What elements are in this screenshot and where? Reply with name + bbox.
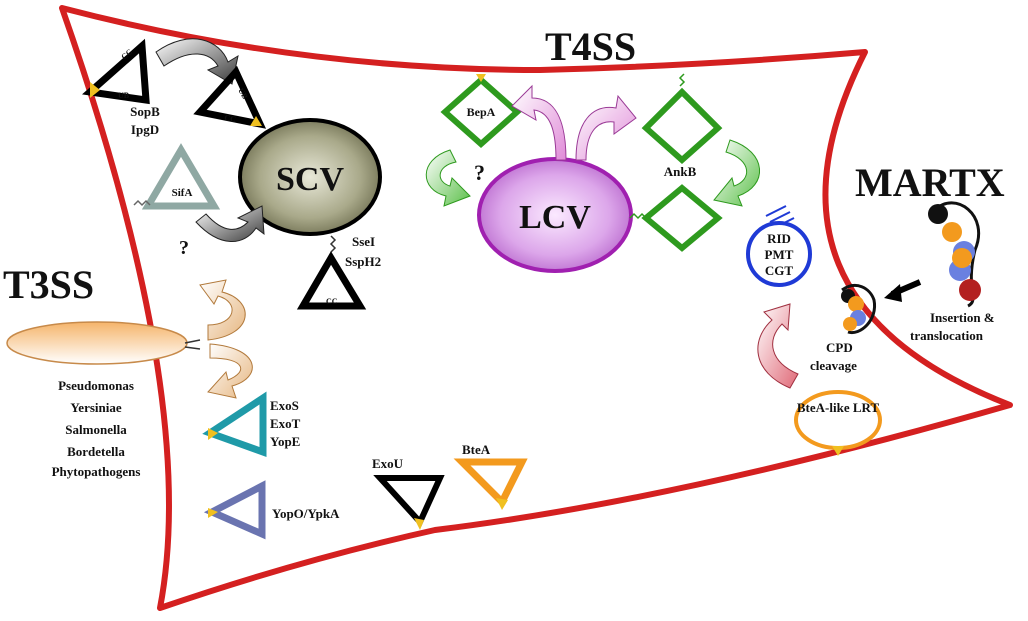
arrow-green-right (713, 139, 761, 207)
t4ss-label: T4SS (545, 24, 636, 69)
arrow-green-left (425, 149, 471, 207)
lcv-label: LCV (519, 199, 591, 236)
label-ipgd: IpgD (131, 122, 159, 137)
label-ssei: SseI (352, 234, 375, 249)
lcv-vacuole (477, 157, 633, 273)
label-exot: ExoT (270, 416, 301, 431)
effector-yopo-triangle (203, 480, 266, 540)
label-btea: BteA (462, 442, 491, 457)
martx-effector-cluster: RID PMT CGT (746, 205, 812, 287)
domain-cc-3: CC (326, 297, 338, 306)
arrow-pink-left (511, 84, 567, 161)
organism-phytopathogens: Phytopathogens (52, 464, 141, 479)
domain-cc-2: CC (224, 113, 237, 124)
label-cpd-2: cleavage (810, 358, 857, 373)
label-bepa: BepA (467, 105, 496, 119)
label-insertion-1: Insertion & (930, 310, 995, 325)
t3ss-label: T3SS (3, 262, 94, 307)
arrow-pink-right (575, 94, 637, 161)
effector-exou-triangle (373, 475, 445, 530)
label-exos: ExoS (270, 398, 299, 413)
label-ssph2: SspH2 (345, 254, 381, 269)
label-ankb: AnkB (664, 164, 697, 179)
arrow-rose (757, 303, 799, 389)
label-rid: RID (767, 231, 791, 246)
effector-exos-triangle (202, 391, 267, 457)
label-cpd-1: CPD (826, 340, 853, 355)
t3ss-organism-list: Pseudomonas Yersiniae Salmonella Bordete… (52, 378, 141, 479)
arrow-gray-mid (195, 205, 265, 242)
label-insertion-2: translocation (910, 328, 984, 343)
effector-ankb-bottom (629, 184, 723, 252)
arrow-tan-t3ss (199, 279, 246, 341)
effector-triangle-ub: UB CC (193, 65, 267, 129)
effector-sifa: SifA (133, 143, 221, 210)
martx-inserted (841, 284, 877, 335)
t3ss-bacterium (6, 321, 188, 365)
label-cgt: CGT (765, 263, 794, 278)
label-sifa: SifA (172, 187, 193, 199)
effector-triangle-ssei: CC (296, 251, 367, 310)
organism-salmonella: Salmonella (65, 422, 127, 437)
effector-bepa: BepA (440, 74, 522, 149)
t3ss-needle (184, 339, 201, 350)
label-btea-like: BteA-like LRT (797, 400, 880, 415)
label-yopo: YopO/YpkA (272, 506, 340, 521)
domain-ub-1: UB (118, 91, 130, 100)
effector-btea-triangle (453, 458, 528, 510)
organism-yersiniae: Yersiniae (70, 400, 122, 415)
question-mark-scv: ? (179, 237, 189, 259)
martx-toxin (928, 201, 981, 308)
label-yope: YopE (270, 434, 300, 449)
host-cell-outline (59, 5, 1013, 611)
arrow-tan-t3ss-2 (207, 343, 253, 399)
effector-ankb-top (641, 73, 723, 165)
label-exou: ExoU (372, 456, 404, 471)
label-pmt: PMT (765, 247, 794, 262)
martx-label: MARTX (855, 160, 1005, 205)
organism-bordetella: Bordetella (67, 444, 125, 459)
arrow-insertion-head (884, 284, 902, 302)
organism-pseudomonas: Pseudomonas (58, 378, 134, 393)
scv-label: SCV (276, 161, 344, 198)
btea-like-lrt (794, 390, 882, 456)
label-sopb: SopB (130, 104, 160, 119)
sifa-anchor (133, 199, 151, 207)
scv-vacuole (238, 118, 382, 236)
question-mark-lcv: ? (474, 160, 485, 185)
ssei-linker (329, 235, 337, 253)
effector-triangle-topleft: CC UB (82, 38, 150, 105)
arrow-gray-top (155, 38, 239, 85)
